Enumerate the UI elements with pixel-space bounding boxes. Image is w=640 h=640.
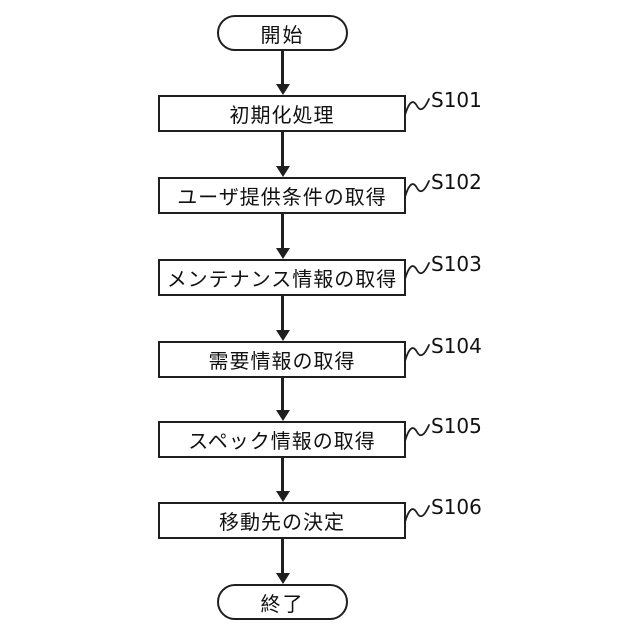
step-code-s101: S101 xyxy=(431,88,482,112)
leader-squiggle-icon xyxy=(403,502,431,526)
flow-arrow xyxy=(281,51,284,84)
process-label: 移動先の決定 xyxy=(219,510,345,534)
step-code-s105: S105 xyxy=(431,414,482,438)
leader-squiggle-icon xyxy=(403,421,431,445)
process-box-s106: 移動先の決定 xyxy=(158,502,406,539)
flow-arrow xyxy=(281,132,284,166)
process-label: 初期化処理 xyxy=(229,103,335,127)
flow-arrow xyxy=(281,214,284,248)
start-label: 開始 xyxy=(260,22,305,47)
step-code-s103: S103 xyxy=(431,252,482,276)
process-box-s102: ユーザ提供条件の取得 xyxy=(158,177,406,214)
step-code-s106: S106 xyxy=(431,495,482,519)
flow-arrow xyxy=(281,296,284,330)
leader-squiggle-icon xyxy=(403,341,431,365)
leader-squiggle-icon xyxy=(403,177,431,201)
end-label: 終了 xyxy=(260,591,305,616)
step-code-s104: S104 xyxy=(431,334,482,358)
step-code-s102: S102 xyxy=(431,170,482,194)
flow-arrow xyxy=(281,539,284,573)
process-box-s105: スペック情報の取得 xyxy=(158,421,406,458)
flow-arrow xyxy=(281,458,284,491)
process-label: スペック情報の取得 xyxy=(188,429,376,453)
flow-arrow xyxy=(281,378,284,410)
process-label: 需要情報の取得 xyxy=(208,349,356,373)
start-terminal: 開始 xyxy=(217,15,348,51)
process-box-s104: 需要情報の取得 xyxy=(158,341,406,378)
process-label: メンテナンス情報の取得 xyxy=(166,267,398,291)
leader-squiggle-icon xyxy=(403,259,431,283)
process-box-s101: 初期化処理 xyxy=(158,95,406,132)
process-box-s103: メンテナンス情報の取得 xyxy=(158,259,406,296)
process-label: ユーザ提供条件の取得 xyxy=(177,185,387,209)
end-terminal: 終了 xyxy=(217,584,348,620)
leader-squiggle-icon xyxy=(403,95,431,119)
